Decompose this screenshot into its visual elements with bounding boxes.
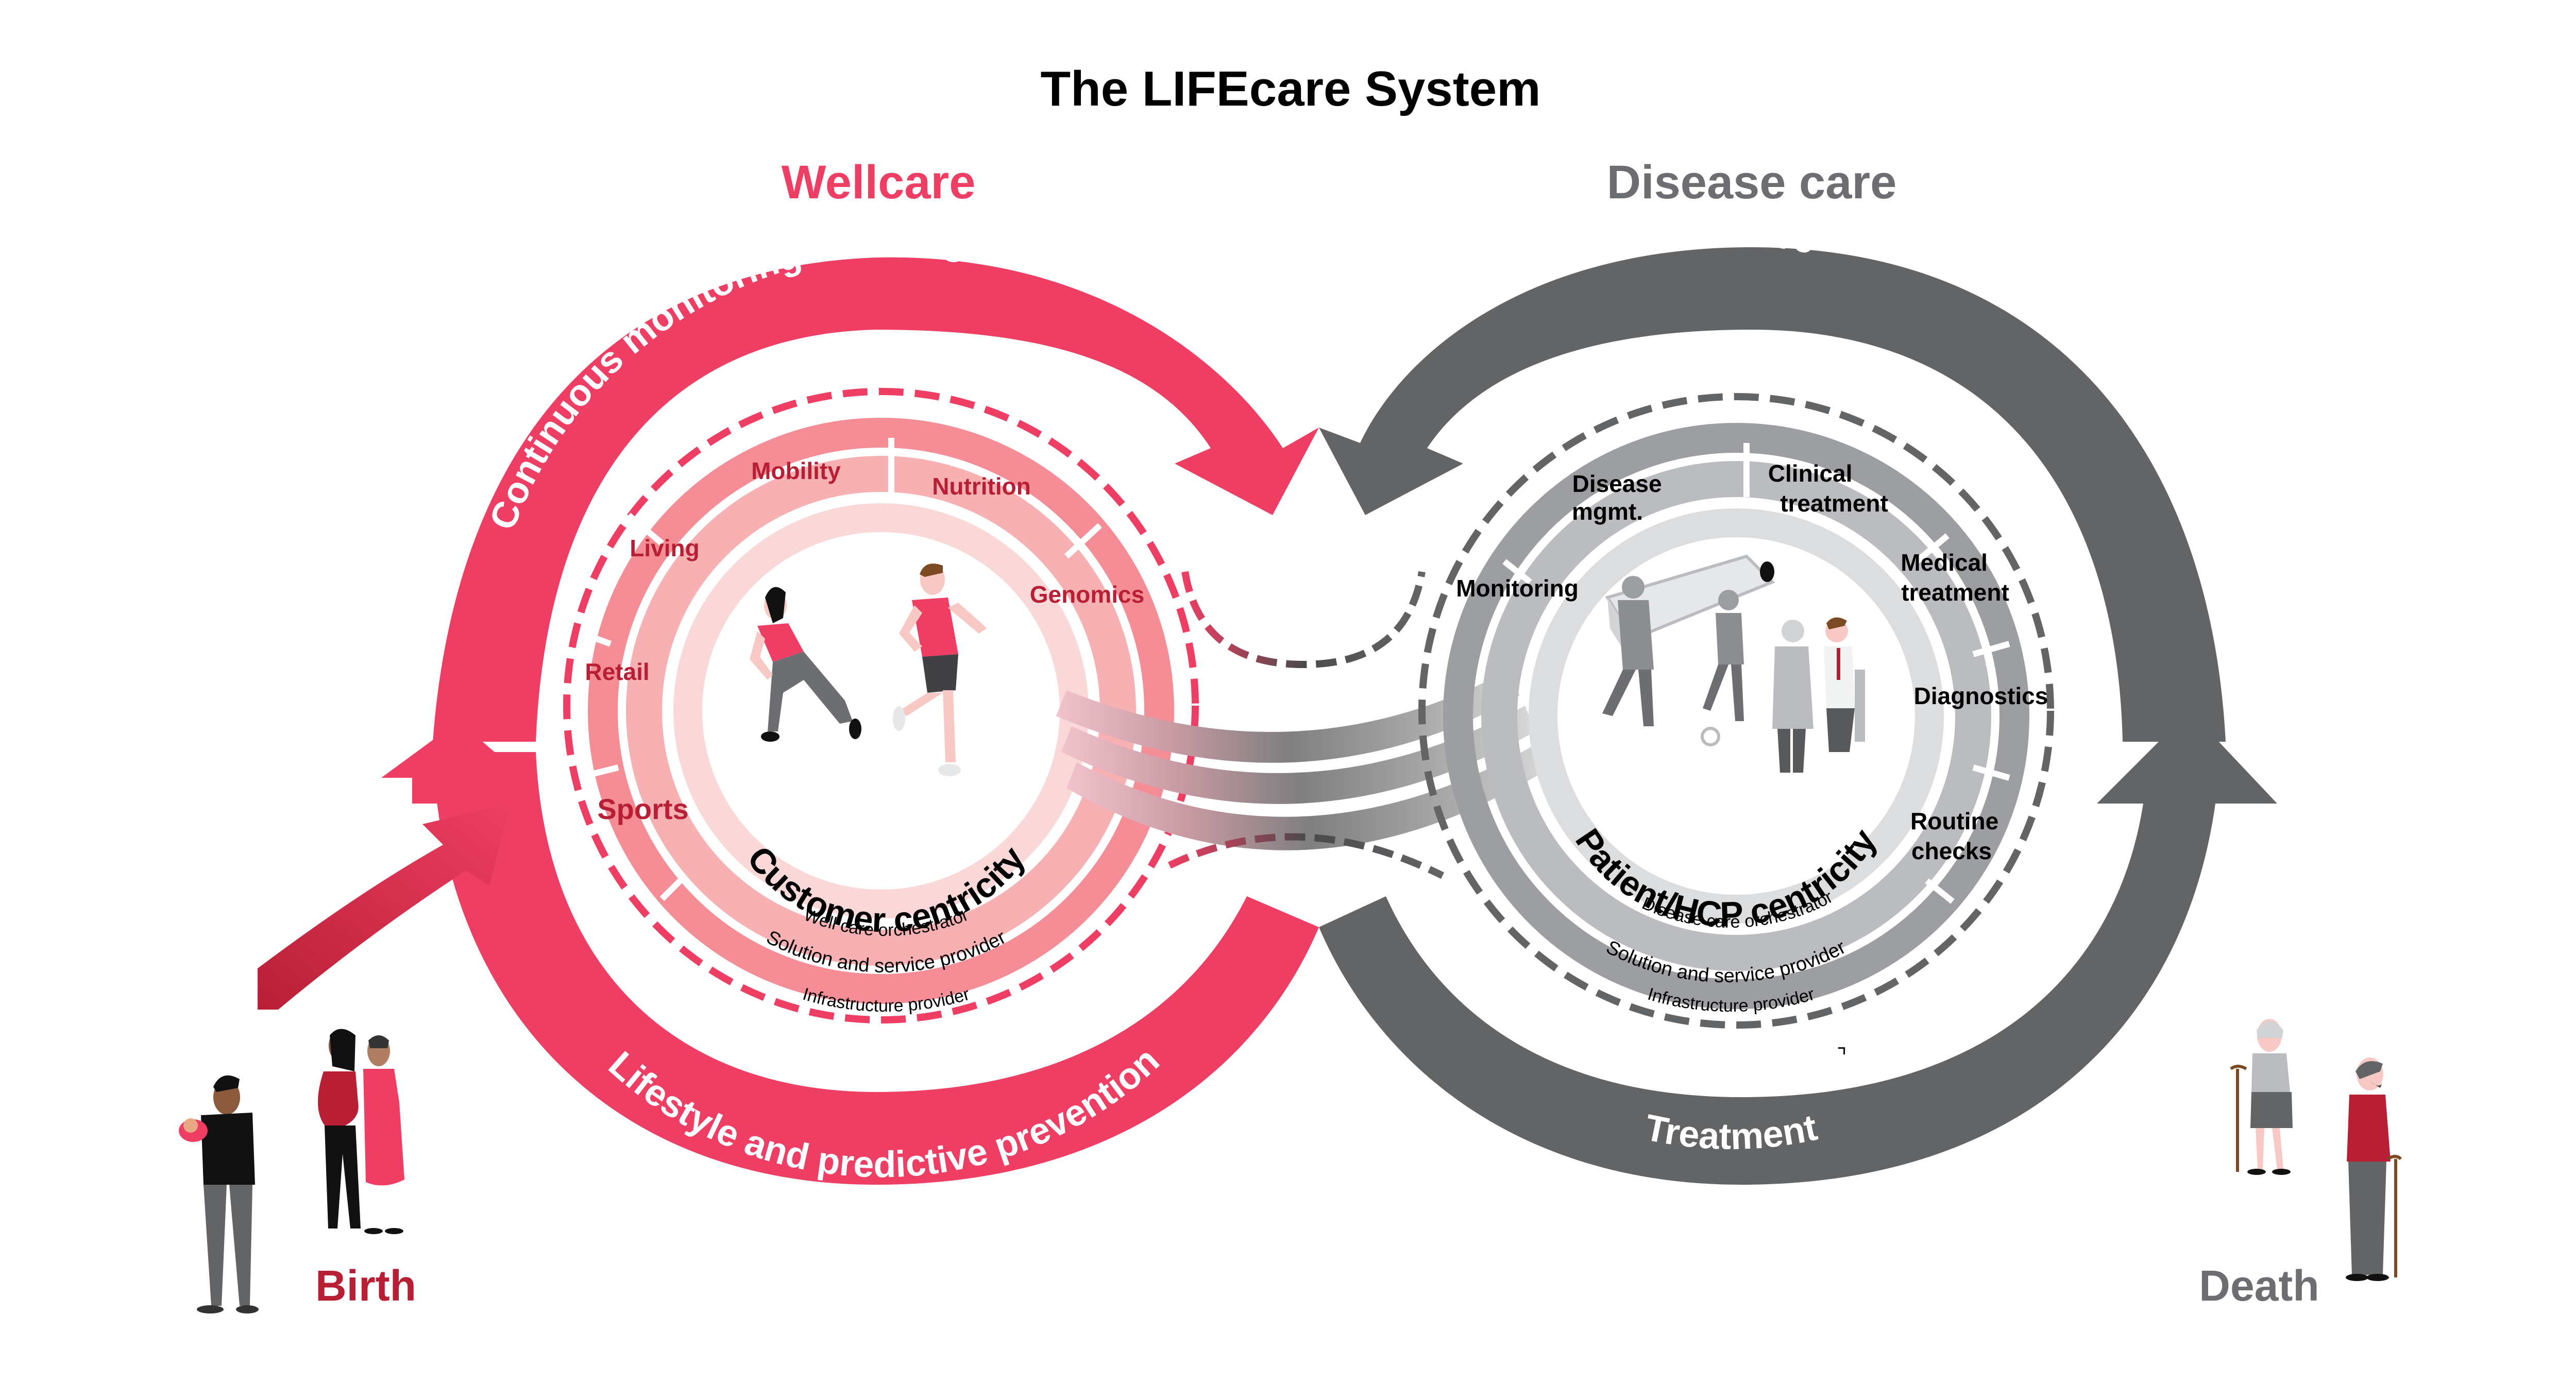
segment-genomics: Genomics xyxy=(1030,581,1144,608)
disease-care-orchestrator-ring xyxy=(1529,508,1944,924)
bridge-band-3 xyxy=(1066,742,1551,850)
segment-mobility: Mobility xyxy=(751,457,841,484)
wellcare-top-arrow xyxy=(433,257,1319,742)
disease-care-dashed-boundary xyxy=(1418,393,2054,1029)
wellcare-bottom-arrow xyxy=(433,752,1319,1185)
bridge-dash-top xyxy=(1181,571,1426,669)
segment-diagnostics: Diagnostics xyxy=(1914,683,2048,709)
birth-family-icon xyxy=(179,1029,404,1313)
wellcare-up-arrowhead xyxy=(381,721,531,804)
wellcare-heading: Wellcare xyxy=(782,156,976,209)
segment-monitoring: Monitoring xyxy=(1456,575,1579,602)
disease-care-top-arrow xyxy=(1319,247,2226,742)
runners-icon xyxy=(750,564,987,776)
segment-routine-checks: Routine checks xyxy=(1910,808,2005,864)
disease-care-cycle: After care Treatment Disease mgmt. Clini… xyxy=(1319,211,2277,1185)
birth-arrow xyxy=(258,804,510,1010)
hospital-staff-icon xyxy=(1602,554,1865,773)
disease-care-bottom-arrow xyxy=(1319,711,2277,1185)
bridge-band-2 xyxy=(1061,706,1535,804)
disease-care-heading: Disease care xyxy=(1607,156,1897,209)
page-title: The LIFEcare System xyxy=(1040,61,1540,116)
segment-nutrition: Nutrition xyxy=(932,473,1031,500)
segment-retail: Retail xyxy=(585,658,649,685)
death-label: Death xyxy=(2199,1261,2319,1310)
wellcare-dashed-boundary xyxy=(563,388,1199,1023)
segment-clinical-treatment: Clinical treatment xyxy=(1768,460,1888,517)
wellcare-infrastructure-ring xyxy=(588,418,1174,1004)
segment-sports: Sports xyxy=(597,793,688,825)
disease-care-infrastructure-ring xyxy=(1443,423,2029,1009)
stray-mark: ⌝ xyxy=(1837,1044,1847,1068)
wellcare-orchestrator-ring xyxy=(673,503,1089,918)
wellcare-cycle: Continuous monitoring and diagnosis Life… xyxy=(381,219,1319,1185)
wellcare-segment-dividers xyxy=(578,438,1103,901)
segment-medical-treatment: Medical treatment xyxy=(1901,549,2009,606)
segment-disease-mgmt: Disease mgmt. xyxy=(1572,470,1668,525)
bridge-dash-bottom xyxy=(1167,833,1445,879)
disease-care-segment-dividers xyxy=(1502,443,2010,904)
wellcare-service-ring xyxy=(626,456,1136,966)
bridge-band-1 xyxy=(1056,670,1520,763)
disease-care-service-ring xyxy=(1481,461,1991,971)
birth-label: Birth xyxy=(315,1261,416,1310)
bridge-connectors xyxy=(1056,571,1551,879)
elderly-couple-icon xyxy=(2230,1019,2402,1281)
segment-living: Living xyxy=(630,535,699,561)
